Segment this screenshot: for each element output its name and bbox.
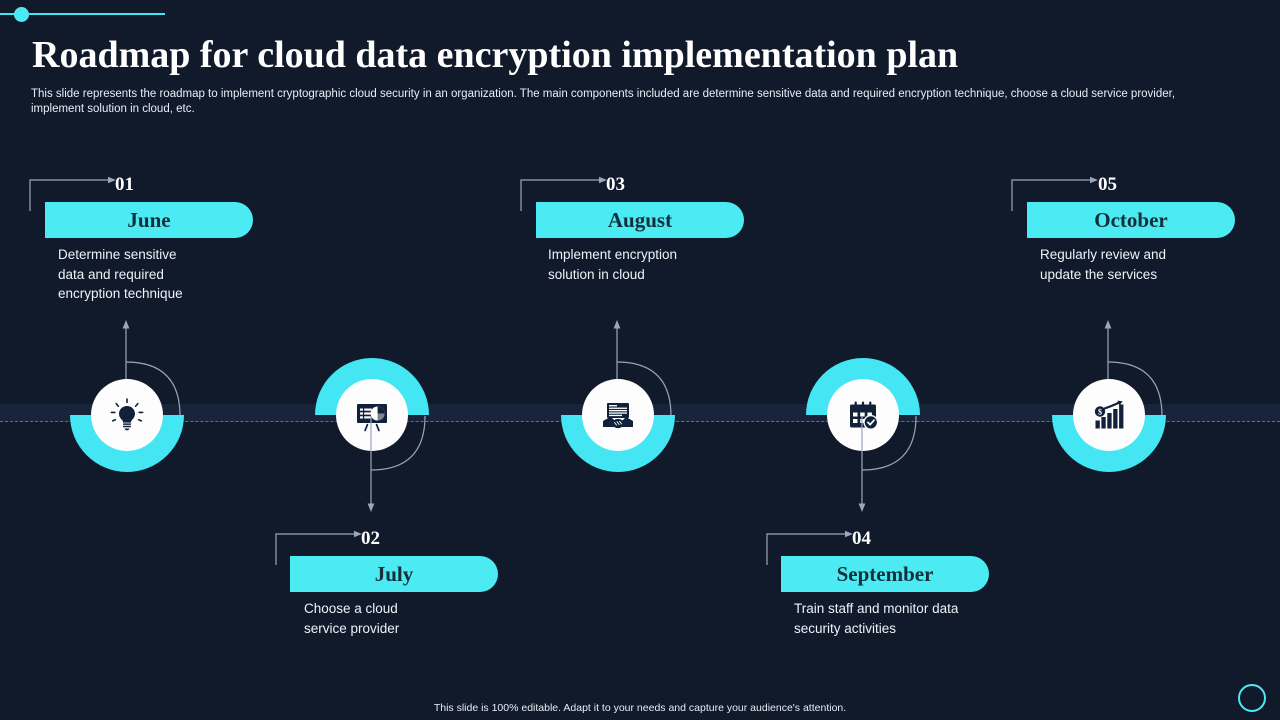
milestone-month-4: September — [836, 561, 934, 586]
milestone-month-3: August — [607, 207, 673, 232]
milestone-month-1: June — [127, 207, 171, 232]
handshake-document-icon — [598, 395, 638, 435]
milestone-pill-3[interactable]: August — [536, 202, 744, 238]
page-subtitle: This slide represents the roadmap to imp… — [31, 88, 1176, 115]
milestone-description-4: Train staff and monitor data security ac… — [794, 601, 959, 636]
header-accent-line — [0, 13, 165, 15]
growth-chart-dollar-icon: $ — [1089, 395, 1129, 435]
milestone-description-2: Choose a cloud service provider — [304, 601, 400, 636]
milestone-number-5: 05 — [1098, 174, 1117, 195]
milestone-pill-2[interactable]: July — [290, 556, 498, 592]
header-accent-dot — [14, 7, 29, 22]
milestone-number-2: 02 — [361, 528, 380, 549]
footer-note: This slide is 100% editable. Adapt it to… — [433, 702, 847, 714]
node-icon-disc-3 — [582, 379, 654, 451]
lightbulb-icon — [107, 395, 147, 435]
milestone-description-3: Implement encryption solution in cloud — [548, 247, 678, 282]
milestone-description-1: Determine sensitive data and required en… — [58, 247, 183, 301]
calendar-clock-icon — [843, 395, 883, 435]
milestone-number-3: 03 — [606, 174, 625, 195]
milestone-pill-1[interactable]: June — [45, 202, 253, 238]
milestone-node-2[interactable] — [315, 358, 429, 472]
milestone-month-5: October — [1094, 207, 1168, 232]
node-icon-disc-1 — [91, 379, 163, 451]
milestone-number-1: 01 — [115, 174, 134, 195]
corner-accent-circle — [1238, 684, 1266, 712]
milestone-node-3[interactable] — [561, 358, 675, 472]
svg-text:$: $ — [1098, 408, 1102, 417]
node-icon-disc-2 — [336, 379, 408, 451]
node-icon-disc-5: $ — [1073, 379, 1145, 451]
milestone-node-5[interactable]: $ — [1052, 358, 1166, 472]
page-title: Roadmap for cloud data encryption implem… — [32, 34, 959, 76]
milestone-node-1[interactable] — [70, 358, 184, 472]
milestone-pill-4[interactable]: September — [781, 556, 989, 592]
milestone-description-5: Regularly review and update the services — [1040, 247, 1167, 282]
presentation-chart-icon — [352, 395, 392, 435]
node-icon-disc-4 — [827, 379, 899, 451]
milestone-number-4: 04 — [852, 528, 871, 549]
milestone-month-2: July — [374, 561, 414, 586]
milestone-pill-5[interactable]: October — [1027, 202, 1235, 238]
milestone-node-4[interactable] — [806, 358, 920, 472]
